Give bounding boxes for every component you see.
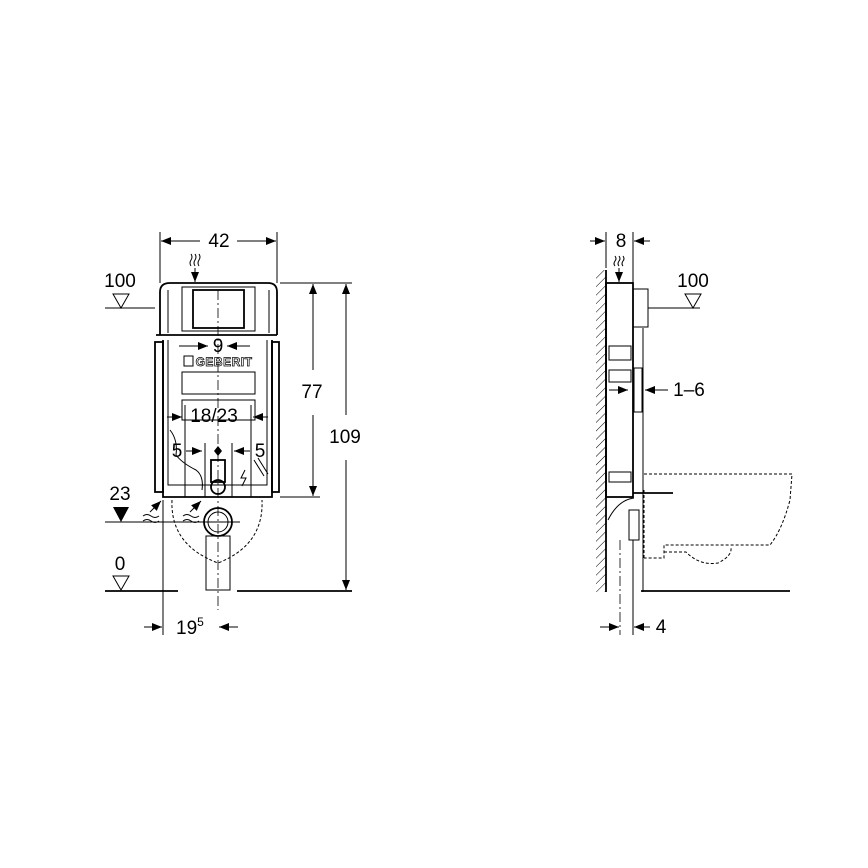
dim-wall-thickness-label: 1–6 — [673, 380, 705, 401]
brand-logo: GEBERIT — [196, 355, 253, 369]
level-marker-floor: 0 — [105, 554, 352, 592]
front-view: 42 9 GEBERIT 18/23 — [104, 231, 361, 639]
dim-total-height-label: 109 — [329, 427, 361, 448]
dim-frame-height-label: 77 — [301, 382, 322, 403]
flush-opening — [181, 286, 256, 332]
actuator-plate — [192, 289, 245, 329]
wc-bowl-outline — [643, 473, 793, 559]
level-marker-top: 100 — [104, 271, 155, 310]
dim-depth-label: 8 — [616, 231, 627, 252]
geberit-logo-mark — [183, 355, 194, 367]
water-supply-icon — [142, 500, 202, 523]
level-floor-label: 0 — [115, 554, 126, 575]
level-top-label: 100 — [104, 271, 136, 292]
dim-drain-offset-label: 195 — [176, 615, 204, 639]
level-marker-supply: 23 — [105, 484, 240, 523]
dim-bolt-spacing-label: 18/23 — [190, 406, 238, 427]
level-supply-label: 23 — [109, 484, 130, 505]
dim-offset-left-label: 5 — [172, 441, 183, 462]
dim-width-label: 42 — [208, 231, 229, 252]
dim-offset-right-label: 5 — [255, 441, 266, 462]
side-actuator — [632, 288, 649, 328]
side-frame — [605, 282, 634, 498]
flush-water-icon — [613, 255, 625, 282]
wall-hatch — [596, 270, 606, 592]
dim-width: 42 — [159, 231, 278, 283]
cistern-top — [159, 282, 278, 335]
dim-wall-gap-label: 4 — [656, 617, 667, 638]
flush-water-icon — [189, 253, 201, 282]
side-level-top-label: 100 — [677, 271, 709, 292]
frame-leg-right — [271, 341, 280, 493]
frame-leg-left — [154, 341, 164, 493]
side-view: 8 100 1–6 4 — [590, 231, 793, 638]
electric-icon — [240, 469, 247, 487]
